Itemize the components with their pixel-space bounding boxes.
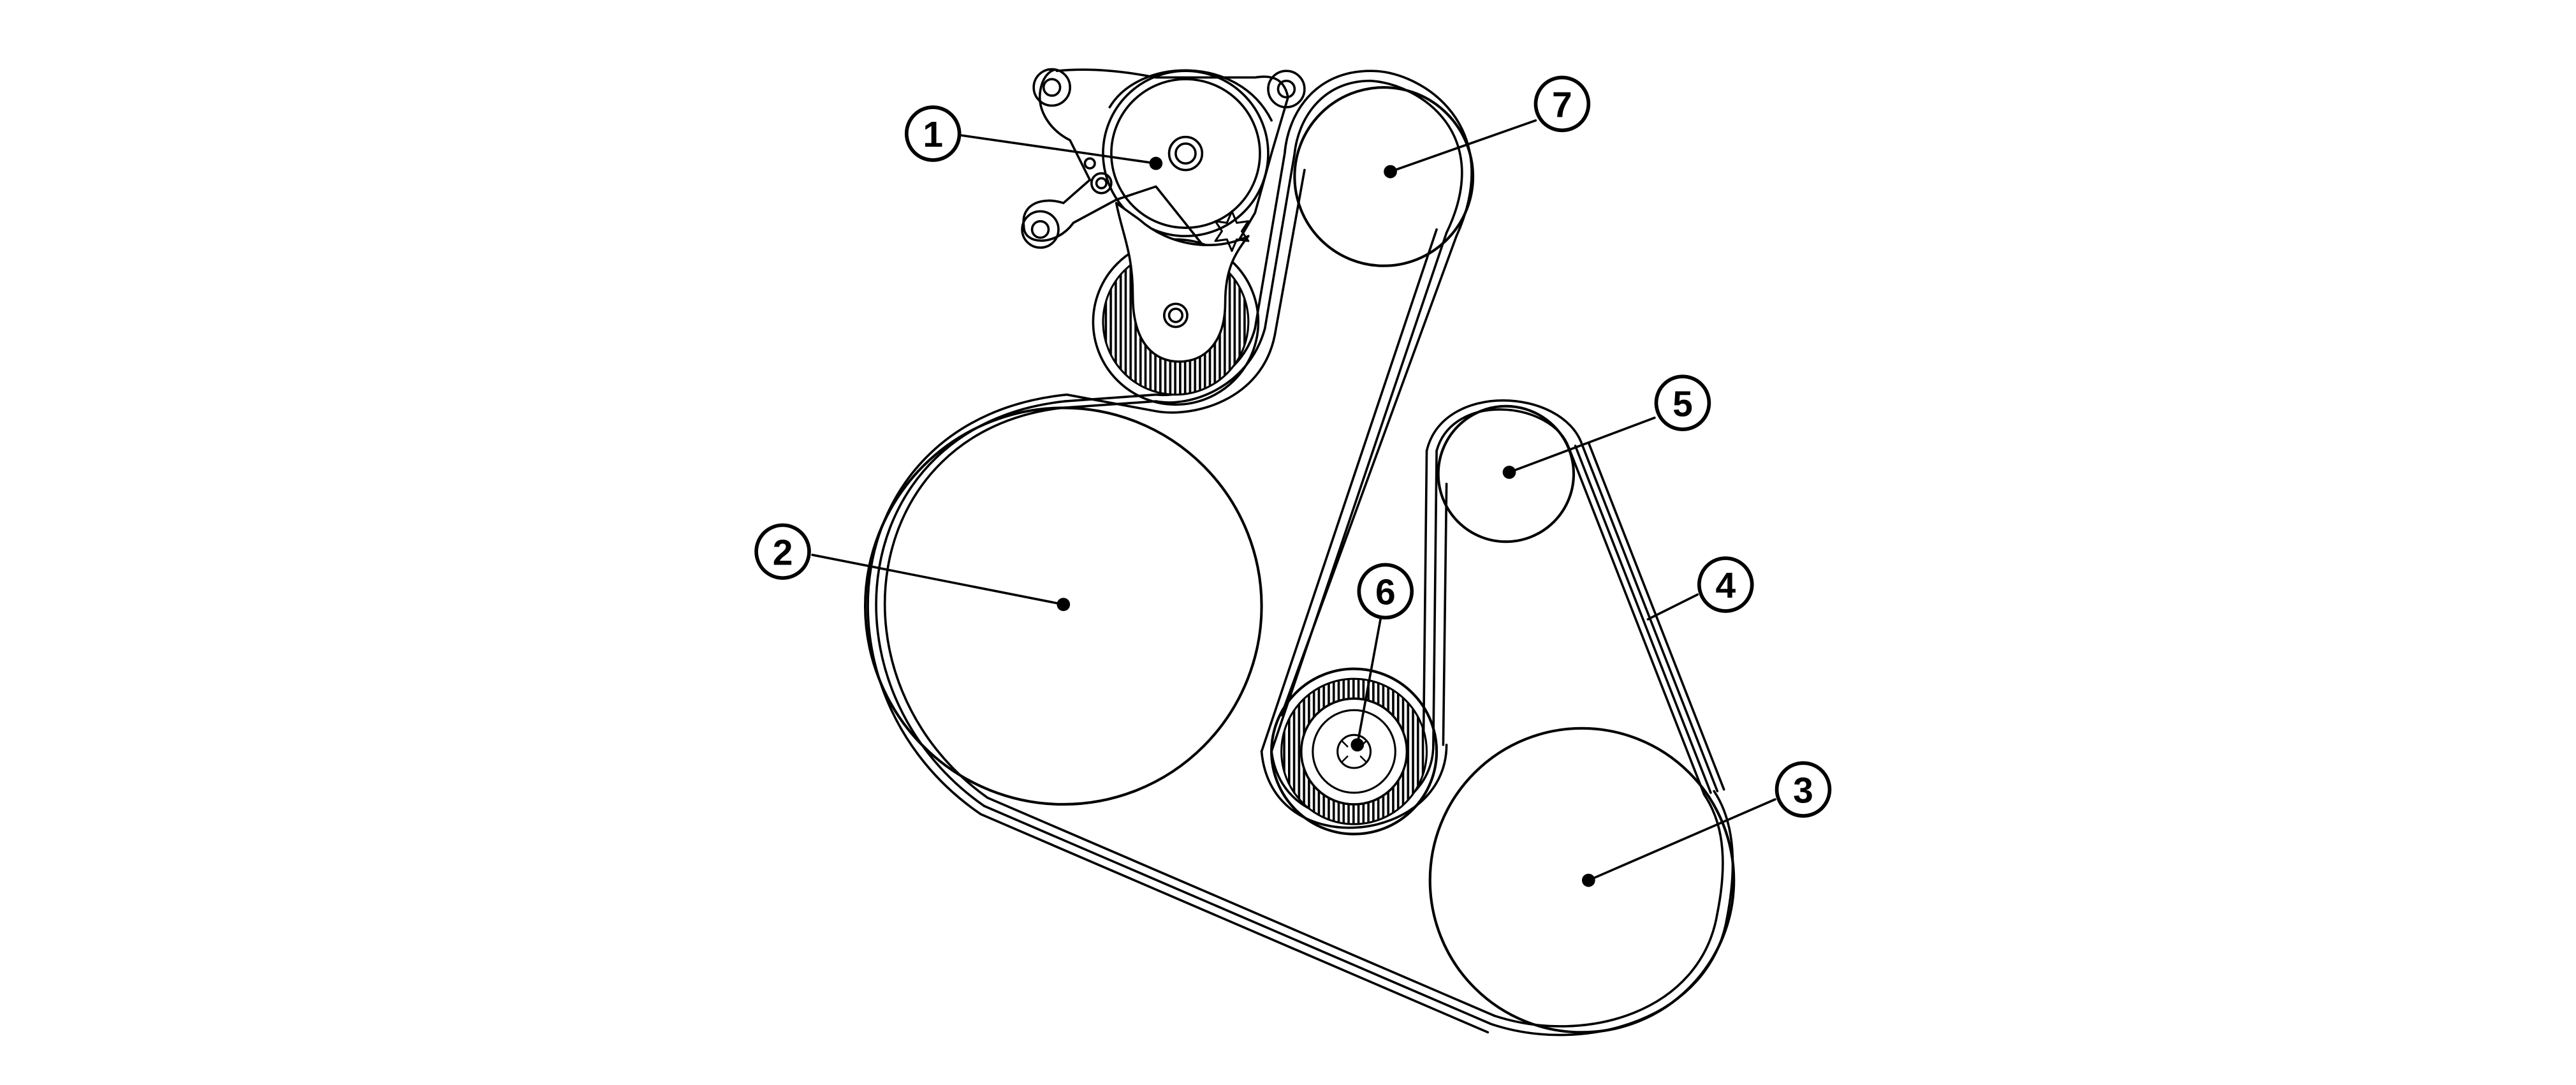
pulley-2 [863,406,1263,806]
leader-line-2 [811,554,1065,606]
callout-label-4: 4 [1715,565,1736,606]
callout-label-2: 2 [773,532,793,573]
drive-belt [867,70,1734,1037]
leader-line-7 [1389,119,1537,173]
pulley-5 [1437,404,1576,543]
callout-label-3: 3 [1793,770,1813,811]
idler-pulley-6 [1270,667,1438,836]
pulley-3 [1428,727,1736,1034]
leader-line-3 [1587,798,1776,882]
leader-line-1 [960,134,1157,165]
callout-circle-3 [1775,761,1832,818]
callout-circle-4 [1697,556,1754,613]
callout-label-1: 1 [923,114,943,155]
callout-label-6: 6 [1375,572,1396,613]
callout-label-7: 7 [1552,85,1572,126]
callout-circle-1 [904,105,962,162]
callout-circle-5 [1654,374,1711,431]
leader-line-4 [1646,593,1699,621]
callout-circle-2 [754,523,811,580]
callout-label-5: 5 [1672,383,1693,424]
callout-circle-7 [1533,75,1591,133]
tensioner-assembly [1021,68,1306,406]
pulley-7 [1293,85,1475,267]
leader-lines [811,119,1776,882]
leader-line-5 [1508,417,1656,474]
leader-line-6 [1356,618,1382,746]
callout-circle-6 [1357,563,1414,620]
